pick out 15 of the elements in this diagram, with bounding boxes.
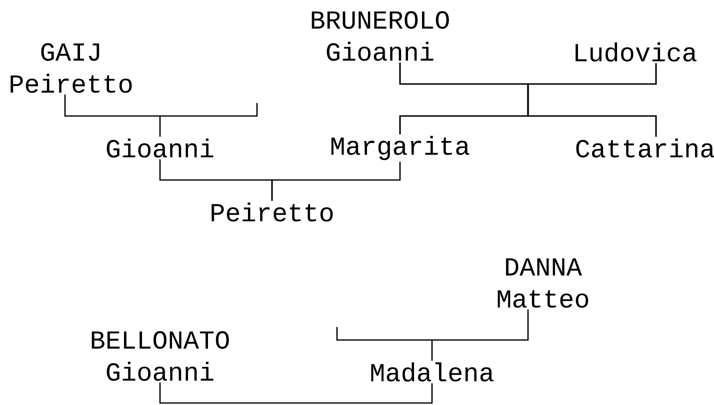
name-label: Margarita [331, 136, 470, 160]
family-line [64, 94, 161, 137]
name-label: BELLONATO Gioanni [92, 331, 229, 381]
family-line [271, 162, 401, 201]
name-label: Cattarina [576, 138, 714, 158]
name-label: Madalena [371, 362, 494, 382]
family-line [527, 63, 657, 137]
name-label: GAIJ Peiretto [10, 43, 132, 93]
name-label: Peiretto [212, 202, 333, 222]
family-line [431, 309, 529, 361]
family-line [159, 382, 433, 404]
name-label: Gioanni [106, 138, 214, 158]
name-label: BRUNEROLO Gioanni [312, 11, 449, 61]
name-label: Ludovica [576, 42, 697, 62]
name-label: DANNA Matteo [498, 258, 588, 308]
